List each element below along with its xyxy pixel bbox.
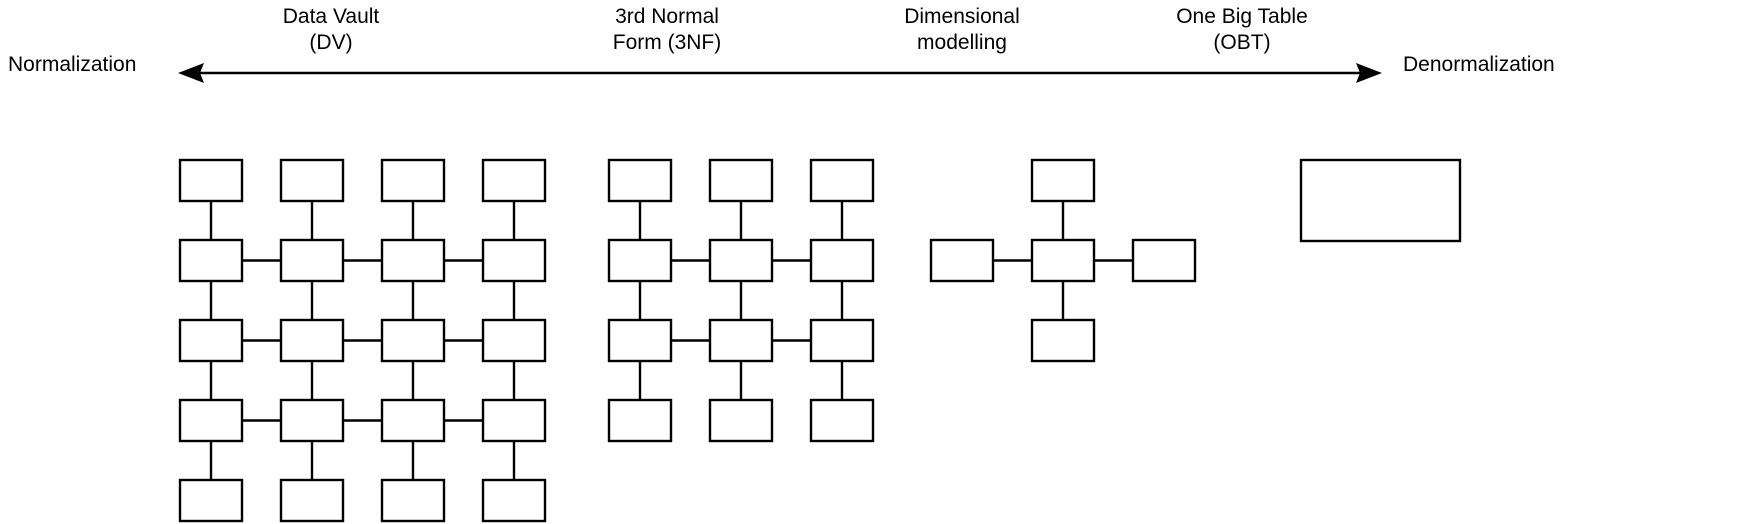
- dimension-box-right[interactable]: [1131, 238, 1197, 283]
- obt-table-box[interactable]: [1299, 158, 1462, 243]
- entity-box[interactable]: [279, 158, 345, 203]
- fact-table-box[interactable]: [1030, 238, 1096, 283]
- entity-box[interactable]: [380, 398, 446, 443]
- entity-box[interactable]: [708, 238, 774, 283]
- entity-box[interactable]: [279, 318, 345, 363]
- approach-label-third-normal-form: 3rd Normal Form (3NF): [537, 4, 797, 56]
- entity-box[interactable]: [178, 478, 244, 523]
- model-one-big-table: [1299, 158, 1462, 243]
- entity-box[interactable]: [380, 318, 446, 363]
- spectrum-double-arrow-icon: [178, 63, 1382, 83]
- entity-box[interactable]: [178, 318, 244, 363]
- approach-label-line2: Form (3NF): [612, 31, 722, 54]
- model-third-normal-form: [607, 158, 875, 443]
- approach-label-dimensional-modelling: Dimensional modelling: [832, 4, 1092, 56]
- spectrum-right-label: Denormalization: [1403, 53, 1555, 76]
- entity-box[interactable]: [708, 398, 774, 443]
- approach-label-one-big-table: One Big Table (OBT): [1112, 4, 1372, 56]
- entity-box[interactable]: [380, 478, 446, 523]
- model-data-vault: [178, 158, 547, 523]
- entity-box[interactable]: [809, 318, 875, 363]
- entity-box[interactable]: [607, 158, 673, 203]
- entity-box[interactable]: [607, 398, 673, 443]
- model-dimensional: [929, 158, 1197, 363]
- approach-label-line1: 3rd Normal: [615, 5, 719, 28]
- entity-box[interactable]: [607, 238, 673, 283]
- dimension-box-left[interactable]: [929, 238, 995, 283]
- entity-box[interactable]: [481, 158, 547, 203]
- dimension-box-top[interactable]: [1030, 158, 1096, 203]
- entity-box[interactable]: [809, 398, 875, 443]
- entity-box[interactable]: [380, 158, 446, 203]
- entity-box[interactable]: [481, 238, 547, 283]
- spectrum-left-label: Normalization: [8, 53, 137, 76]
- approach-label-data-vault: Data Vault (DV): [201, 4, 461, 56]
- entity-box[interactable]: [481, 318, 547, 363]
- entity-box[interactable]: [178, 158, 244, 203]
- entity-box[interactable]: [279, 478, 345, 523]
- entity-box[interactable]: [809, 158, 875, 203]
- entity-box[interactable]: [178, 238, 244, 283]
- entity-box[interactable]: [481, 398, 547, 443]
- entity-box[interactable]: [809, 238, 875, 283]
- entity-box[interactable]: [708, 318, 774, 363]
- entity-box[interactable]: [708, 158, 774, 203]
- approach-label-line2: (OBT): [1213, 31, 1271, 54]
- entity-box[interactable]: [607, 318, 673, 363]
- entity-box[interactable]: [481, 478, 547, 523]
- approach-label-line2: modelling: [917, 31, 1007, 54]
- entity-box[interactable]: [279, 238, 345, 283]
- entity-box[interactable]: [178, 398, 244, 443]
- entity-box[interactable]: [380, 238, 446, 283]
- approach-label-line2: (DV): [309, 31, 353, 54]
- dimension-box-bottom[interactable]: [1030, 318, 1096, 363]
- approach-label-line1: Data Vault: [282, 5, 380, 28]
- approach-label-line1: Dimensional: [904, 5, 1020, 28]
- approach-label-line1: One Big Table: [1176, 5, 1308, 28]
- entity-box[interactable]: [279, 398, 345, 443]
